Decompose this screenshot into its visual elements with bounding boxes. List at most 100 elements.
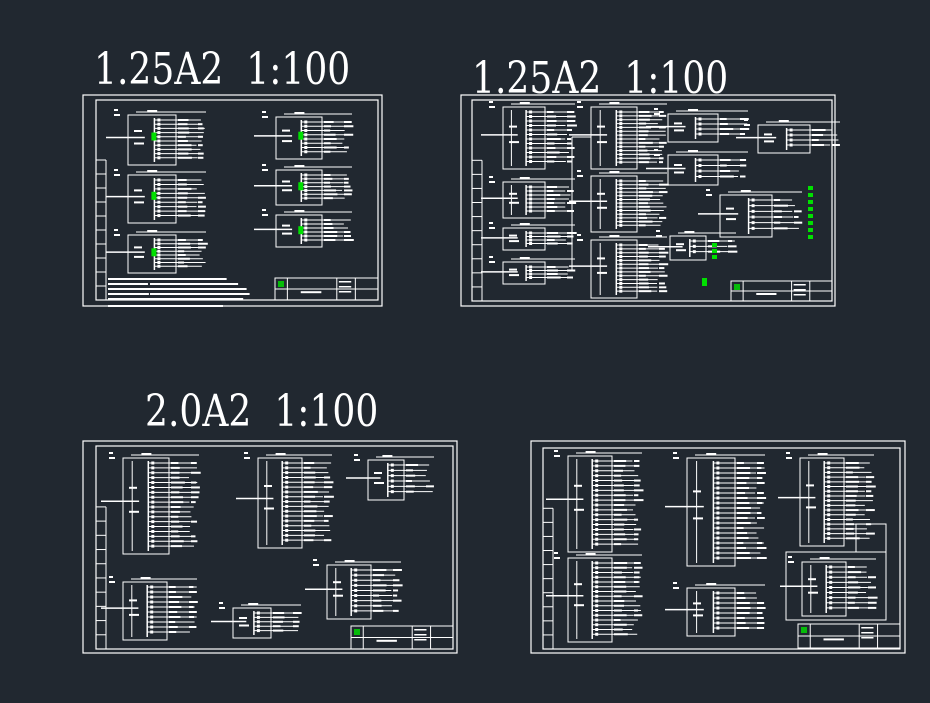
text-stroke [788, 556, 792, 558]
text-stroke [757, 547, 767, 549]
text-stroke [191, 491, 200, 494]
text-stroke [673, 457, 679, 459]
text-stroke [693, 517, 703, 520]
text-stroke [614, 489, 624, 492]
text-stroke [614, 460, 627, 462]
text-stroke [848, 606, 859, 609]
text-stroke [846, 499, 856, 502]
panel-box [275, 169, 323, 206]
text-stroke [529, 115, 533, 118]
text-stroke [614, 595, 622, 598]
text-stroke [426, 485, 434, 488]
text-stroke [634, 479, 641, 482]
text-stroke [595, 594, 599, 598]
text-stroke [595, 580, 599, 584]
text-stroke [189, 606, 194, 608]
text-stroke [324, 515, 333, 518]
text-stroke [614, 566, 627, 569]
text-stroke [171, 506, 181, 508]
text-stroke [764, 140, 774, 143]
text-stroke [639, 153, 650, 156]
text-stroke [547, 232, 559, 234]
text-stroke [157, 253, 161, 257]
text-stroke [114, 114, 120, 116]
text-stroke [614, 614, 627, 617]
text-stroke [634, 528, 642, 531]
text-stroke [744, 124, 750, 126]
text-stroke [609, 102, 620, 104]
text-stroke [151, 481, 155, 485]
text-stroke [737, 602, 750, 604]
text-stroke [639, 191, 653, 194]
text-stroke [554, 450, 558, 452]
text-stroke [639, 290, 652, 293]
text-stroke [547, 138, 561, 140]
green-marker [808, 207, 813, 211]
text-stroke [634, 595, 643, 598]
text-stroke [595, 613, 599, 617]
text-stroke [393, 599, 402, 602]
text-stroke [614, 576, 626, 579]
text-stroke [406, 469, 413, 472]
text-stroke [595, 585, 599, 589]
green-marker [298, 131, 304, 140]
text-stroke [634, 614, 643, 617]
text-stroke [698, 158, 702, 162]
text-stroke [547, 198, 555, 200]
text-stroke [726, 218, 736, 221]
text-stroke [273, 616, 285, 619]
text-stroke [140, 577, 151, 579]
text-stroke [656, 235, 662, 237]
text-stroke [108, 293, 149, 295]
text-stroke [757, 617, 764, 619]
text-stroke [846, 462, 859, 464]
text-stroke [178, 119, 189, 121]
text-stroke [737, 592, 745, 594]
text-stroke [639, 130, 649, 133]
text-stroke [827, 475, 831, 479]
text-stroke [134, 142, 144, 145]
text-stroke [344, 189, 353, 192]
text-stroke [248, 603, 259, 605]
text-stroke [567, 129, 573, 131]
text-stroke [619, 278, 623, 282]
logo-mark [354, 629, 360, 635]
text-stroke [567, 142, 573, 145]
text-stroke [577, 170, 581, 172]
text-stroke [614, 484, 624, 487]
text-stroke [294, 210, 305, 212]
text-stroke [151, 525, 155, 529]
text-stroke [848, 601, 855, 604]
text-stroke [304, 192, 308, 196]
panel-box [686, 457, 736, 567]
text-stroke [189, 591, 197, 593]
panel-box [275, 116, 323, 160]
text-stroke [178, 201, 186, 204]
text-stroke [737, 472, 751, 474]
text-stroke [169, 611, 178, 613]
text-stroke [219, 602, 223, 604]
text-stroke [147, 230, 158, 232]
text-stroke [324, 495, 334, 498]
text-stroke [720, 123, 728, 125]
text-stroke [109, 452, 113, 454]
text-stroke [171, 520, 180, 523]
text-stroke [157, 143, 161, 147]
text-stroke [808, 578, 816, 581]
sheet-inner-frame [471, 99, 833, 302]
green-marker [151, 132, 157, 141]
text-stroke [529, 272, 533, 276]
text-stroke [574, 604, 584, 607]
text-stroke [338, 291, 352, 293]
text-stroke [708, 240, 720, 242]
text-stroke [285, 504, 289, 508]
text-stroke [827, 499, 831, 503]
text-stroke [737, 467, 751, 469]
text-stroke [244, 457, 250, 459]
text-stroke [794, 221, 803, 224]
text-stroke [150, 605, 154, 609]
text-stroke [614, 533, 626, 536]
text-stroke [737, 547, 746, 549]
text-stroke [171, 525, 183, 528]
text-stroke [595, 542, 599, 546]
